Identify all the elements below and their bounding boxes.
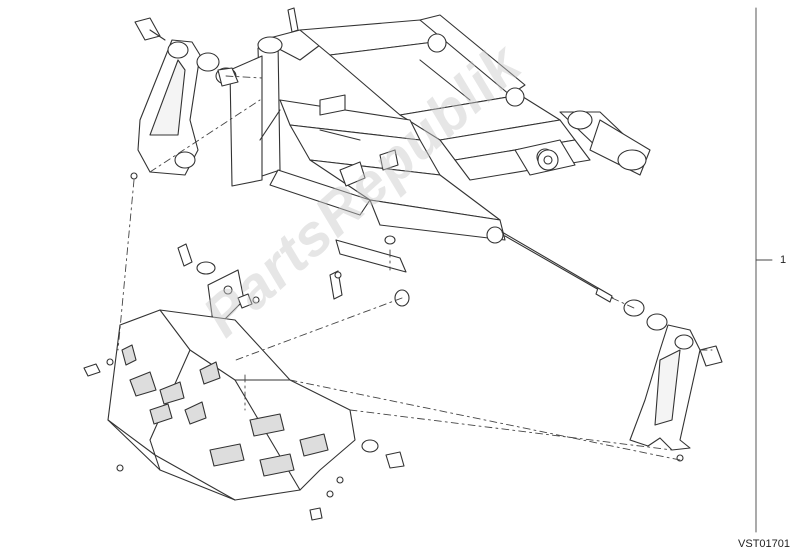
skid-plate — [83, 309, 405, 521]
gear-logo-icon — [537, 149, 559, 171]
drawing-code: VST01701 — [738, 538, 790, 550]
motorcycle-frame — [229, 7, 651, 244]
callout-number: 1 — [780, 254, 787, 266]
mount-plate-hardware — [177, 243, 260, 331]
assembly-leader-lines — [117, 75, 713, 461]
callout-bracket — [755, 7, 773, 533]
through-bolt — [501, 231, 614, 303]
right-footpeg-bracket — [623, 299, 723, 462]
center-bracket — [329, 235, 410, 307]
left-footpeg-bracket — [130, 17, 239, 180]
